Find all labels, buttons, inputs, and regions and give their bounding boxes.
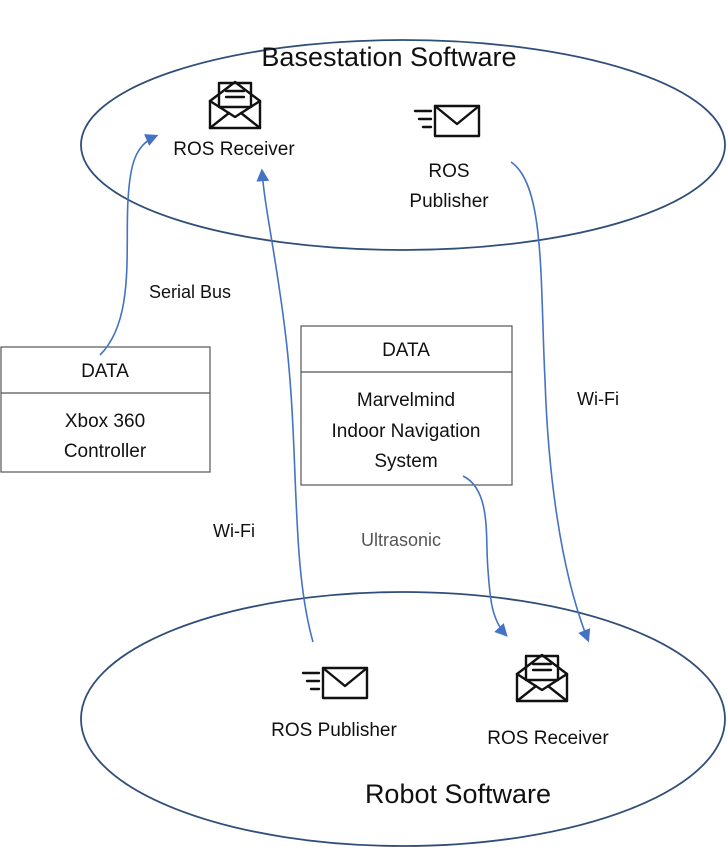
basestation-title: Basestation Software	[261, 42, 516, 72]
basestation-publisher-label-line2: Publisher	[409, 191, 489, 212]
marvelmind-box-header: DATA	[382, 340, 430, 361]
basestation-ellipse	[80, 39, 726, 251]
ultrasonic-label: Ultrasonic	[361, 530, 441, 550]
wifi-right-label: Wi-Fi	[577, 389, 619, 409]
xbox-box-line2: Controller	[64, 441, 147, 462]
wifi-left-label: Wi-Fi	[213, 521, 255, 541]
serial-bus-label: Serial Bus	[149, 282, 231, 302]
xbox-controller-box: DATA Xbox 360 Controller	[0, 346, 211, 473]
robot-title: Robot Software	[365, 779, 551, 809]
basestation-publisher-label-line1: ROS	[428, 161, 469, 182]
marvelmind-box-line3: System	[374, 451, 437, 472]
basestation-receiver-label: ROS Receiver	[173, 139, 295, 160]
wifi-robot-to-base-arrow	[256, 168, 314, 643]
wifi-base-to-robot-arrow	[510, 161, 591, 643]
open-envelope-icon	[208, 80, 262, 130]
marvelmind-box-line1: Marvelmind	[357, 390, 455, 411]
robot-ellipse	[80, 591, 726, 847]
sending-envelope-icon	[413, 104, 481, 138]
robot-receiver-label: ROS Receiver	[487, 728, 609, 749]
marvelmind-box: DATA Marvelmind Indoor Navigation System	[300, 325, 513, 486]
marvelmind-box-line2: Indoor Navigation	[332, 421, 481, 442]
sending-envelope-icon	[301, 666, 369, 700]
robot-publisher-label: ROS Publisher	[271, 720, 397, 741]
xbox-box-line1: Xbox 360	[65, 411, 145, 432]
serial-bus-arrow	[99, 134, 159, 356]
open-envelope-icon	[515, 653, 569, 703]
ultrasonic-arrow	[462, 475, 508, 637]
xbox-box-header: DATA	[81, 361, 129, 382]
